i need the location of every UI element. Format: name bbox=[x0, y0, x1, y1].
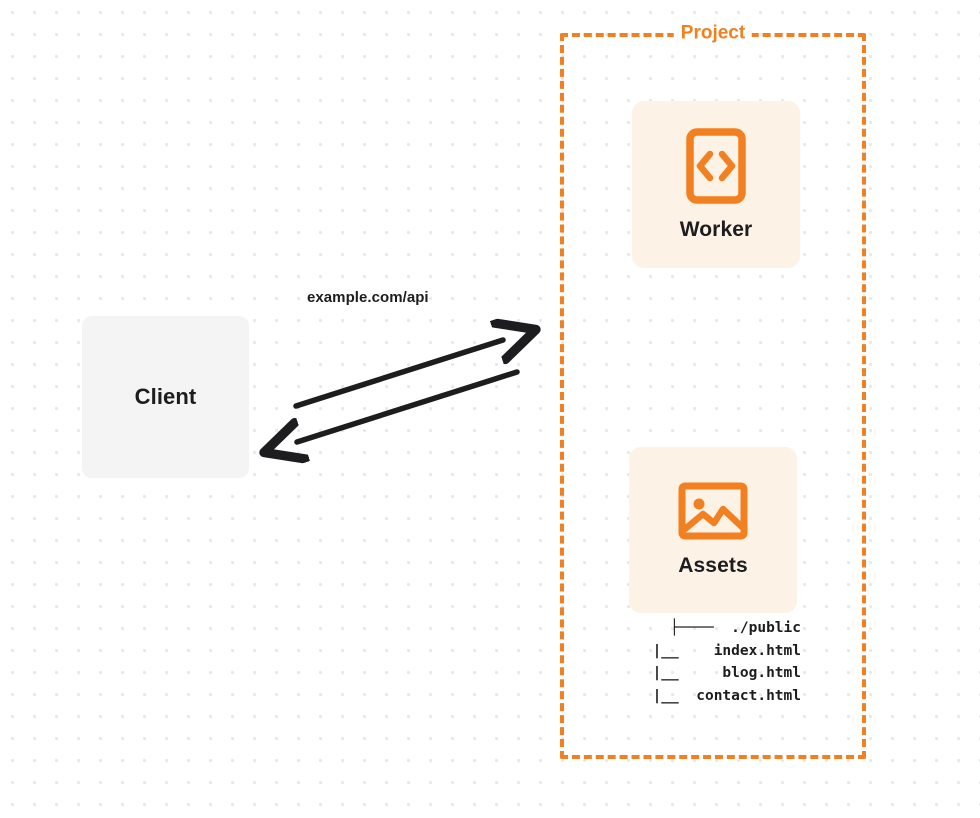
code-brackets-icon bbox=[686, 127, 746, 204]
file-tree-row-contact-html: |__ contact.html bbox=[626, 687, 801, 704]
worker-node[interactable]: Worker bbox=[632, 101, 800, 268]
connection-label: example.com/api bbox=[307, 289, 429, 306]
project-boundary: Project bbox=[560, 23, 866, 759]
file-tree-row-index-html: |__ index.html bbox=[626, 642, 801, 659]
assets-node[interactable]: Assets bbox=[629, 447, 797, 613]
response-arrow bbox=[297, 369, 520, 442]
file-tree-row-blog-html: |__ blog.html bbox=[626, 665, 801, 681]
client-node[interactable]: Client bbox=[82, 316, 249, 478]
image-photo-icon bbox=[678, 482, 748, 540]
assets-node-label: Assets bbox=[678, 554, 748, 577]
client-node-label: Client bbox=[134, 384, 197, 409]
asset-file-tree: ├──── ./public |__ index.html |__ blog.h… bbox=[596, 617, 801, 707]
file-tree-row-public: ├──── ./public bbox=[670, 620, 801, 636]
request-arrow bbox=[293, 340, 503, 409]
worker-node-label: Worker bbox=[679, 217, 753, 241]
project-boundary-title: Project bbox=[673, 23, 753, 43]
